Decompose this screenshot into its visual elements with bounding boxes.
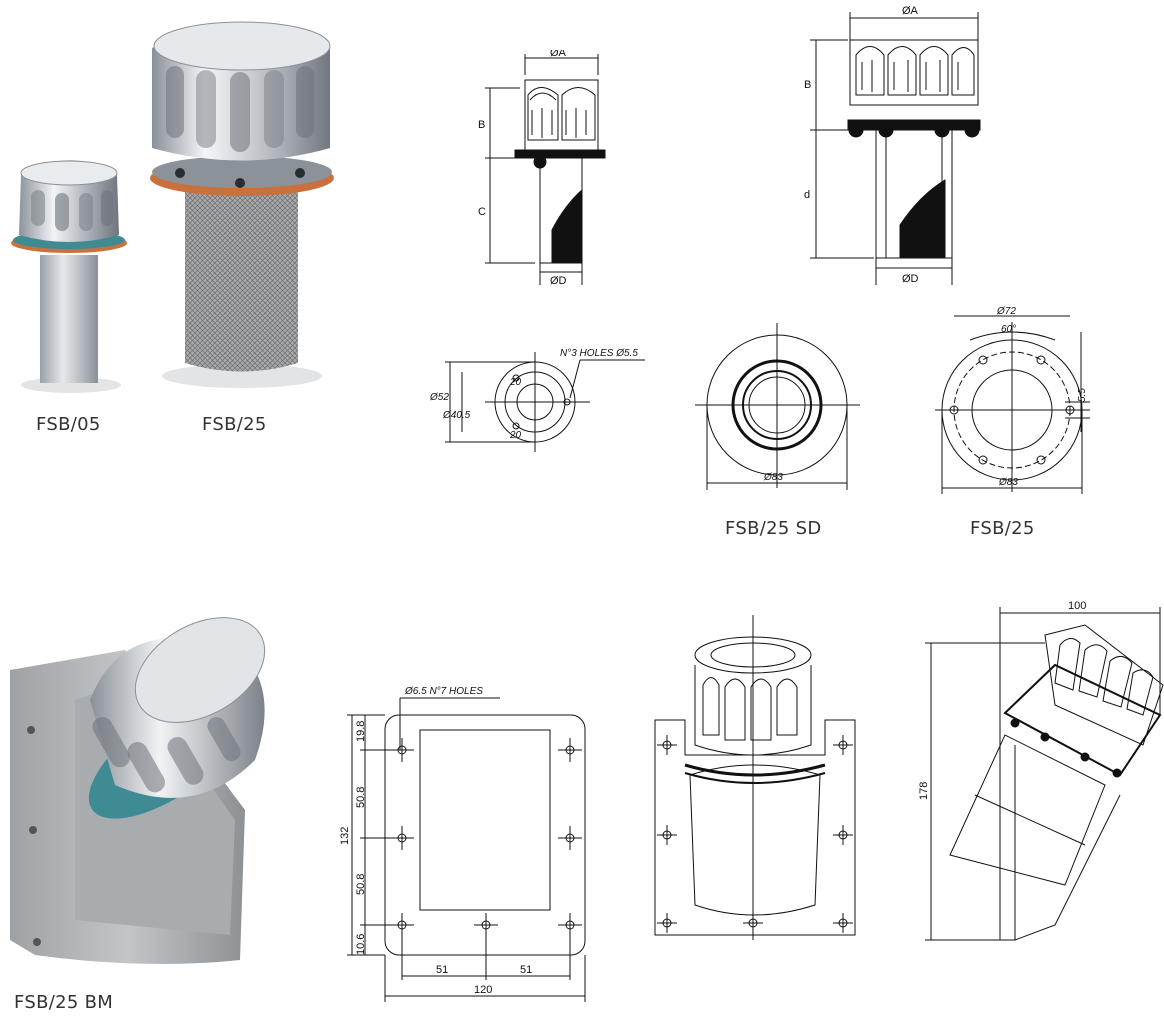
caption-fsb25-flange: FSB/25: [970, 518, 1035, 539]
side-height: 178: [918, 782, 930, 800]
flange-small-ang1: 20: [509, 377, 522, 388]
bracket-w-total: 120: [474, 984, 492, 996]
flange-small-d2: Ø40.5: [442, 410, 471, 421]
photo-fsb05: [11, 160, 127, 393]
flange-small-d1: Ø52: [430, 392, 449, 403]
bracket-v2: 50.8: [355, 787, 367, 808]
caption-fsb25bm: FSB/25 BM: [14, 992, 114, 1013]
flange-sd: Ø83: [695, 323, 860, 490]
dim-b-large: B: [804, 79, 811, 91]
drawing-bracket-side: 100 178: [918, 600, 1164, 941]
dim-a-large: ØA: [902, 5, 919, 17]
caption-fsb05: FSB/05: [36, 414, 101, 435]
drawing-small-elevation: ØA B C ØD: [478, 50, 606, 287]
flange-25-angle: 60°: [1001, 324, 1016, 335]
flange-small-ang2: 20: [509, 430, 522, 441]
side-width: 100: [1068, 600, 1086, 612]
bracket-holes: Ø6.5 N°7 HOLES: [404, 686, 483, 697]
photo-fsb25: [150, 21, 334, 388]
dim-a-small: ØA: [550, 50, 567, 59]
dim-d-large: ØD: [902, 273, 919, 285]
drawing-bracket: Ø6.5 N°7 HOLES 19.8 50.8 50.8 10.6 132 5…: [339, 686, 586, 1002]
flange-sd-dia: Ø83: [763, 472, 783, 483]
photo-fsb25bm: [10, 617, 266, 964]
flange-small-holes: N°3 HOLES Ø5.5: [560, 348, 638, 359]
dim-d-small: ØD: [550, 275, 567, 287]
dim-d-side-large: d: [804, 189, 810, 201]
bracket-v3: 50.8: [355, 874, 367, 895]
flange-25-d72: Ø72: [996, 306, 1016, 317]
flange-25-dia: Ø83: [998, 477, 1018, 488]
bracket-h-total: 132: [339, 827, 351, 845]
bracket-v4: 10.6: [355, 934, 367, 955]
flange-fsb25: Ø72 60° 5.5 Ø83: [935, 306, 1090, 494]
flange-25-side: 5.5: [1077, 388, 1088, 402]
caption-fsb25sd: FSB/25 SD: [725, 518, 822, 539]
caption-fsb25-photo: FSB/25: [202, 414, 267, 435]
flange-small: N°3 HOLES Ø5.5 20 20 Ø52 Ø40.5: [430, 348, 645, 452]
drawing-bracket-front: [654, 615, 856, 940]
bracket-v1: 19.8: [355, 721, 367, 742]
dim-c-small: C: [478, 206, 486, 218]
dim-b-small: B: [478, 119, 485, 131]
bracket-w1: 51: [436, 964, 448, 976]
drawing-large-elevation: ØA B d ØD: [804, 5, 981, 285]
bracket-w2: 51: [520, 964, 532, 976]
